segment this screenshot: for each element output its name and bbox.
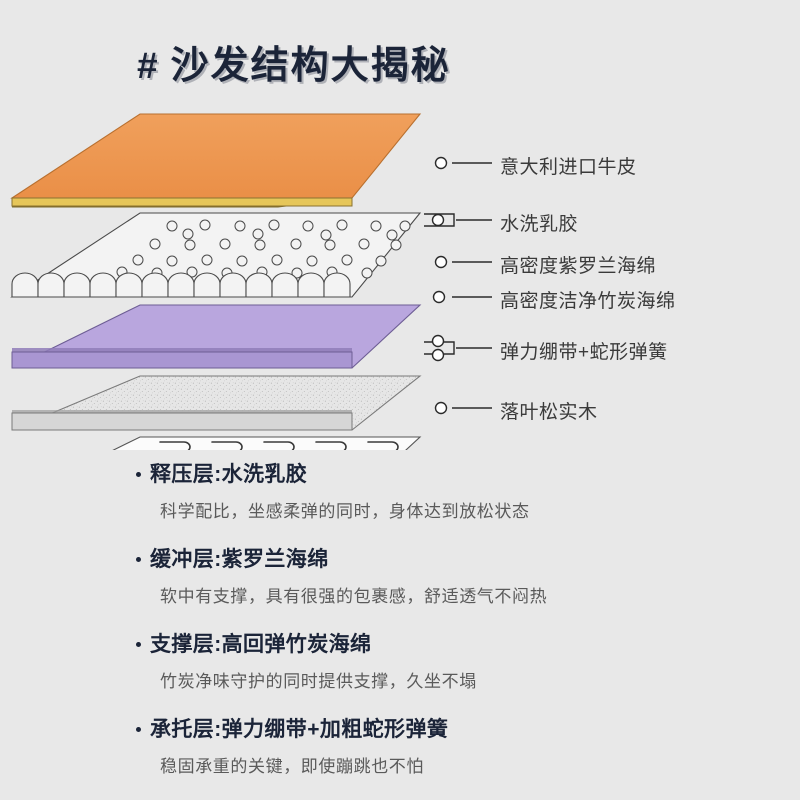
feature-title: 释压层:水洗乳胶 (150, 463, 308, 486)
bullet-icon (136, 726, 141, 732)
feature-heading: 承托层:弹力绷带+加粗蛇形弹簧 (136, 713, 736, 743)
bullet-icon (136, 471, 141, 477)
callout-label-springs: 弹力绷带+蛇形弹簧 (500, 342, 668, 363)
feature-heading: 支撑层:高回弹竹炭海绵 (136, 628, 736, 658)
callout-label-wood: 落叶松实木 (500, 402, 598, 423)
feature-title: 缓冲层:紫罗兰海绵 (150, 548, 329, 571)
layer-leather (10, 113, 422, 208)
callout-label-bamboo-sponge: 高密度洁净竹炭海绵 (500, 291, 676, 312)
list-item: 承托层:弹力绷带+加粗蛇形弹簧 稳固承重的关键，即使蹦跳也不怕 (136, 713, 736, 777)
bullet-icon (136, 641, 141, 647)
page-title-bar: # 沙发结构大揭秘 (137, 34, 451, 89)
bullet-icon (136, 556, 141, 562)
list-item: 缓冲层:紫罗兰海绵 软中有支撑，具有很强的包裹感，舒适透气不闷热 (136, 543, 736, 607)
callout-label-leather: 意大利进口牛皮 (500, 157, 637, 178)
list-item: 支撑层:高回弹竹炭海绵 竹炭净味守护的同时提供支撑，久坐不塌 (136, 628, 736, 692)
feature-description: 稳固承重的关键，即使蹦跳也不怕 (160, 757, 424, 776)
feature-heading: 缓冲层:紫罗兰海绵 (136, 543, 736, 573)
sofa-structure-diagram (0, 100, 800, 450)
feature-heading: 释压层:水洗乳胶 (136, 458, 736, 488)
list-item: 释压层:水洗乳胶 科学配比，坐感柔弹的同时，身体达到放松状态 (136, 458, 736, 522)
callout-label-latex: 水洗乳胶 (500, 214, 579, 235)
layer-serpentine-springs (112, 436, 422, 450)
feature-title: 承托层:弹力绷带+加粗蛇形弹簧 (150, 718, 449, 741)
layer-bamboo-charcoal-sponge (11, 375, 422, 431)
feature-title: 支撑层:高回弹竹炭海绵 (150, 633, 372, 656)
feature-list: 释压层:水洗乳胶 科学配比，坐感柔弹的同时，身体达到放松状态 缓冲层:紫罗兰海绵… (136, 458, 736, 798)
page-title: 沙发结构大揭秘 (170, 45, 451, 87)
layer-latex (10, 212, 422, 298)
layer-violet-sponge (11, 304, 422, 369)
callout-label-violet-sponge: 高密度紫罗兰海绵 (500, 256, 657, 277)
feature-description: 科学配比，坐感柔弹的同时，身体达到放松状态 (160, 502, 530, 521)
feature-description: 软中有支撑，具有很强的包裹感，舒适透气不闷热 (160, 587, 548, 606)
feature-description: 竹炭净味守护的同时提供支撑，久坐不塌 (160, 672, 477, 691)
hash-symbol: # (137, 45, 158, 86)
